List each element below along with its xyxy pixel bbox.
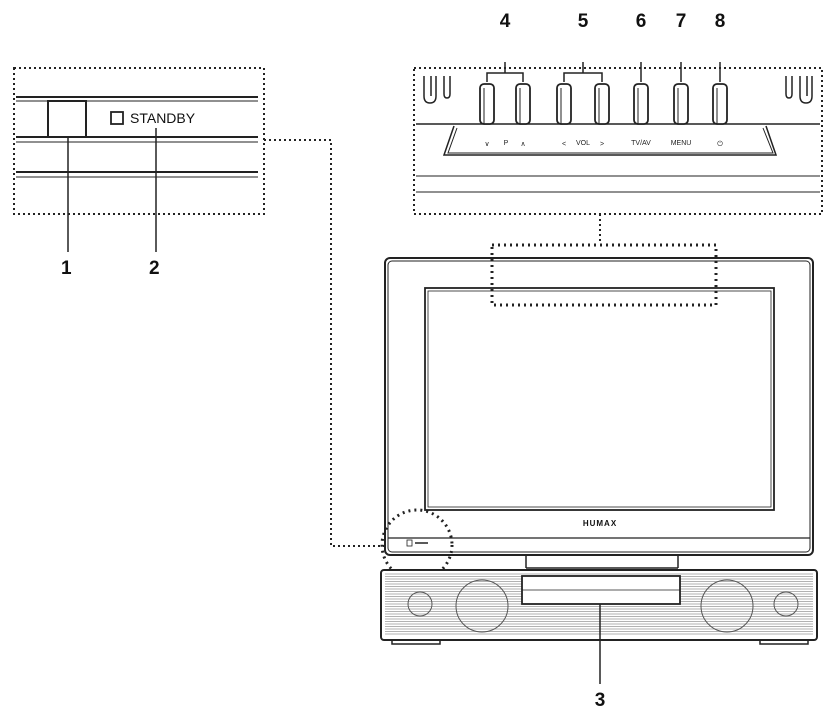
right-woofer-ring (700, 579, 754, 633)
control-label-strip (442, 125, 778, 156)
channel-down-symbol: ∨ (484, 141, 489, 148)
left-corner-hooks (423, 76, 451, 104)
right-tweeter-ring (773, 591, 799, 617)
button-menu[interactable] (673, 83, 689, 125)
control-label-strip-inner (447, 127, 774, 154)
left-woofer-ring (455, 579, 509, 633)
button-channel-up-body[interactable] (515, 83, 531, 125)
channel-label: P (504, 140, 509, 147)
standby-indicator-led (110, 111, 124, 125)
button-channel-down[interactable] (479, 83, 495, 125)
right-corner-hooks (785, 76, 813, 104)
television: HUMAX 3 (380, 243, 818, 711)
power-icon: ⏻ (717, 140, 723, 148)
speaker-feet (391, 640, 809, 645)
speaker-base (380, 569, 818, 645)
tv-brand-logo: HUMAX (583, 519, 617, 528)
button-volume-down[interactable] (556, 83, 572, 125)
button-channel-up[interactable] (515, 83, 531, 125)
button-tv-av[interactable] (633, 83, 649, 125)
button-volume-up-body[interactable] (594, 83, 610, 125)
control-detail-frame (413, 67, 823, 215)
callout-6: 6 (636, 11, 647, 32)
menu-label: MENU (671, 140, 692, 147)
tv-standby-led-mini (406, 539, 413, 547)
callout-7: 7 (676, 11, 687, 32)
button-volume-up[interactable] (594, 83, 610, 125)
ir-sensor-window (47, 100, 87, 138)
button-power-body[interactable] (712, 83, 728, 125)
volume-down-symbol: < (562, 141, 566, 148)
volume-up-symbol: > (600, 141, 604, 148)
button-volume-down-body[interactable] (556, 83, 572, 125)
button-menu-body[interactable] (673, 83, 689, 125)
bracket-4 (486, 62, 524, 82)
control-panel-detail: ∨ P ∧ < VOL > TV/AV MENU ⏻ 4 5 6 7 8 (413, 11, 823, 215)
standby-detail-frame (13, 67, 265, 215)
speaker-base-body (380, 569, 818, 641)
callout-1: 1 (61, 258, 72, 279)
callout-4: 4 (500, 11, 511, 32)
button-power[interactable] (712, 83, 728, 125)
tv-bezel-inner (387, 260, 811, 553)
standby-connector-line (264, 139, 384, 547)
callout-3: 3 (595, 690, 606, 711)
button-channel-down-body[interactable] (479, 83, 495, 125)
tv-stand-neck (525, 555, 679, 569)
callout-2: 2 (149, 258, 160, 279)
button-tv-av-body[interactable] (633, 83, 649, 125)
bracket-5 (563, 62, 603, 82)
control-panel-highlight (490, 243, 718, 307)
standby-detail-panel: STANDBY 1 2 (13, 67, 265, 279)
tv-av-label: TV/AV (631, 140, 651, 147)
tv-screen-inner (427, 290, 772, 508)
left-tweeter-ring (407, 591, 433, 617)
channel-up-symbol: ∧ (520, 141, 525, 148)
tv-screen (424, 287, 775, 511)
callout-8: 8 (715, 11, 726, 32)
volume-label: VOL (576, 140, 590, 147)
standby-label: STANDBY (130, 110, 196, 126)
callout-5: 5 (578, 11, 589, 32)
